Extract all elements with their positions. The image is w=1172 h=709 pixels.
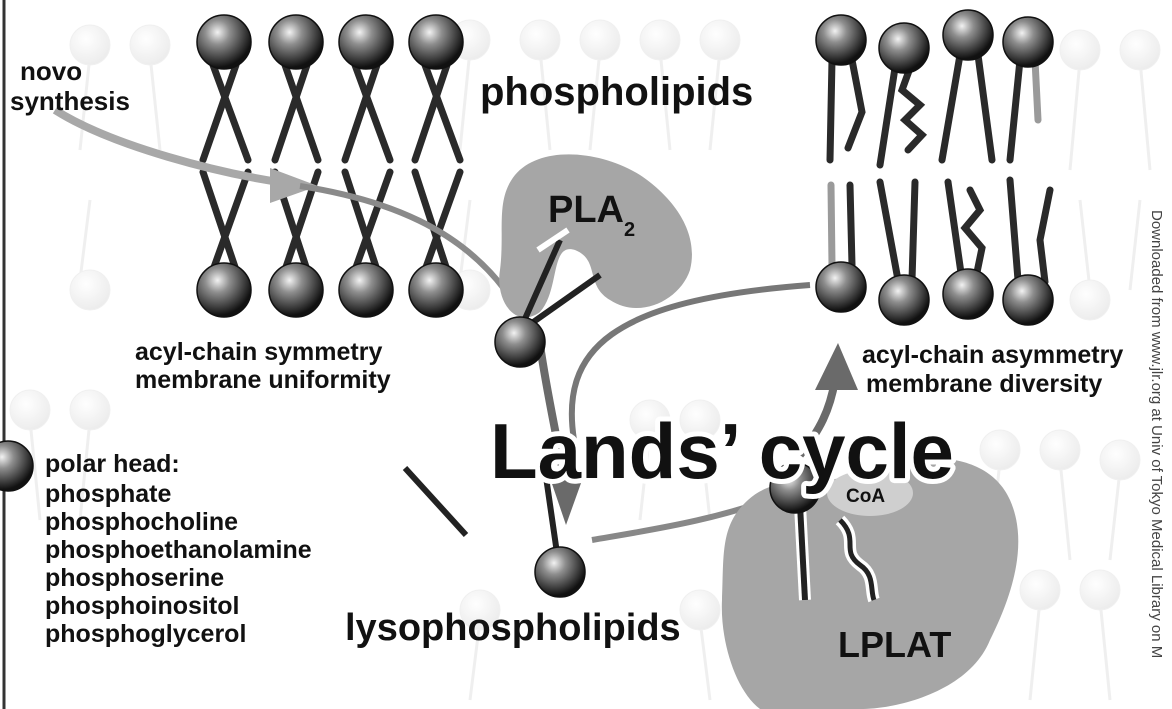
phospholipids-label: phospholipids bbox=[480, 70, 753, 114]
lplat-to-asym-arrowhead bbox=[815, 343, 858, 390]
lysophospholipids-label: lysophospholipids bbox=[345, 607, 681, 649]
cleaved-acyl-chain bbox=[405, 468, 466, 535]
polar-head-item: phosphocholine bbox=[45, 508, 238, 536]
symmetric-membrane bbox=[197, 15, 463, 317]
symmetry-label-line1: acyl-chain symmetry bbox=[135, 338, 382, 366]
pla2-shape bbox=[499, 154, 692, 317]
asymmetry-label-line1: acyl-chain asymmetry bbox=[862, 341, 1123, 369]
lands-cycle-title: Lands’ cycle bbox=[490, 407, 954, 495]
lplat-label: LPLAT bbox=[838, 624, 951, 665]
polar-head-item: phosphoinositol bbox=[45, 592, 239, 620]
symmetry-label-line2: membrane uniformity bbox=[135, 366, 391, 394]
de-novo-line2: synthesis bbox=[10, 86, 130, 116]
de-novo-arrow bbox=[55, 110, 300, 185]
pla2-enzyme bbox=[495, 154, 692, 367]
pla2-substrate-head bbox=[495, 317, 545, 367]
pla2-label-sub: 2 bbox=[624, 219, 635, 241]
asymmetry-label-line2: membrane diversity bbox=[866, 370, 1102, 398]
polar-head-item: phosphoethanolamine bbox=[45, 536, 312, 564]
coa-label: CoA bbox=[846, 486, 885, 507]
pla2-label-main: PLA bbox=[548, 189, 624, 231]
polar-head-legend: polar head: phosphate phosphocholine pho… bbox=[45, 450, 312, 648]
polar-head-title: polar head: bbox=[45, 450, 180, 478]
asymmetric-membrane bbox=[816, 10, 1053, 325]
de-novo-line1: novo bbox=[20, 56, 82, 86]
polar-head-item: phosphate bbox=[45, 480, 171, 508]
polar-head-item: phosphoglycerol bbox=[45, 620, 246, 648]
download-watermark: Downloaded from www.jlr.org at Univ of T… bbox=[1148, 210, 1165, 658]
polar-head-icon bbox=[0, 441, 33, 491]
polar-head-item: phosphoserine bbox=[45, 564, 224, 592]
